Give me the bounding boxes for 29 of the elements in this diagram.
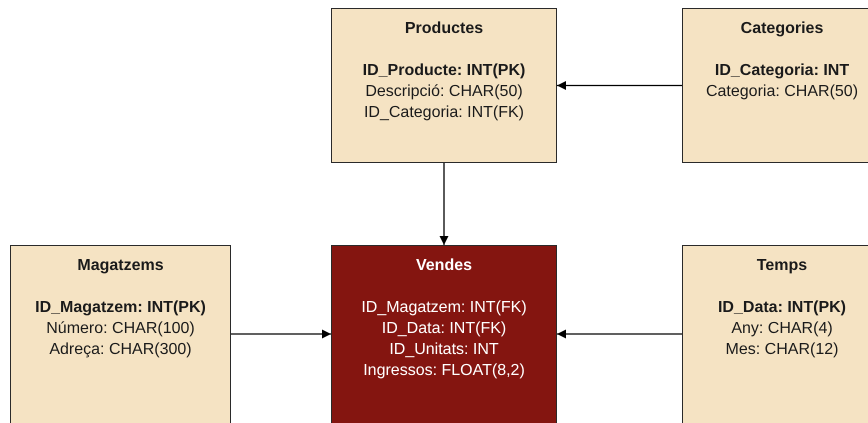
- field-definition: Adreça: CHAR(300): [48, 340, 193, 360]
- field-definition: ID_Data: INT(PK): [716, 298, 847, 318]
- table-name: Vendes: [414, 256, 474, 276]
- field-definition: ID_Categoria: INT(FK): [362, 103, 526, 123]
- dimension-table-box: [10, 245, 231, 423]
- field-definition: Descripció: CHAR(50): [364, 82, 524, 102]
- field-definition: ID_Magatzem: INT(PK): [34, 298, 207, 318]
- field-definition: ID_Magatzem: INT(FK): [360, 298, 528, 318]
- field-definition: Categoria: CHAR(50): [704, 82, 860, 102]
- dimension-table-box: [682, 245, 868, 423]
- field-definition: Any: CHAR(4): [730, 319, 834, 339]
- dimension-table-box: [331, 8, 557, 163]
- fact-table-box: [331, 245, 557, 423]
- arrow: [557, 81, 682, 90]
- arrow: [557, 330, 682, 338]
- table-name: Productes: [404, 19, 484, 39]
- arrow: [231, 330, 331, 338]
- field-definition: Ingressos: FLOAT(8,2): [362, 361, 526, 381]
- table-name: Categories: [740, 19, 824, 39]
- field-definition: ID_Unitats: INT: [388, 340, 500, 360]
- arrow: [440, 163, 448, 245]
- field-definition: Mes: CHAR(12): [724, 340, 840, 360]
- table-name: Magatzems: [76, 256, 165, 276]
- field-definition: Número: CHAR(100): [45, 319, 196, 339]
- table-name: Temps: [756, 256, 808, 276]
- dimension-table-box: [682, 8, 868, 163]
- field-definition: ID_Categoria: INT: [714, 61, 850, 81]
- field-definition: ID_Data: INT(FK): [380, 319, 508, 339]
- field-definition: ID_Producte: INT(PK): [362, 61, 526, 81]
